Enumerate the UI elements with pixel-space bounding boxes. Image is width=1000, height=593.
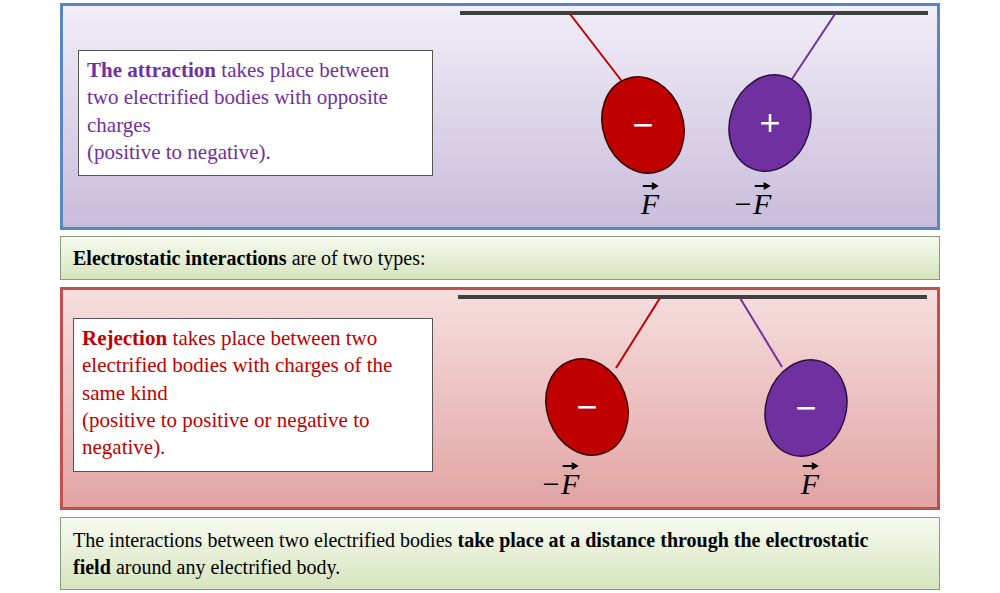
charged-ball: − [542, 354, 632, 460]
lead-text: The interactions between two electrified… [73, 529, 452, 551]
body-text: are of two types: [292, 247, 426, 269]
force-vector-label: F [641, 180, 659, 219]
thread [740, 298, 782, 367]
charged-ball: − [598, 72, 688, 178]
force-label-holder: −F [733, 180, 772, 219]
thread [570, 14, 624, 84]
ball-shape [533, 347, 642, 466]
ball-shape [589, 65, 698, 184]
support-bar [460, 11, 928, 15]
lead-text: Electrostatic interactions [73, 247, 286, 269]
ball-shape [753, 349, 859, 467]
charge-sign: − [631, 111, 654, 139]
ball-shape [717, 64, 823, 182]
force-label-holder: −F [541, 460, 580, 499]
charged-ball: − [761, 355, 851, 461]
force-label-holder: F [641, 180, 659, 219]
force-vector-label: F [801, 460, 819, 499]
text-box: The attractiontakes place between two el… [78, 50, 433, 176]
thread [790, 14, 835, 82]
force-label-holder: F [801, 460, 819, 499]
body-text: (positive to negative). [87, 139, 424, 166]
charge-sign: + [758, 109, 781, 137]
note-band: The interactions between two electrified… [60, 517, 940, 590]
force-vector-label: −F [541, 460, 580, 499]
text-box: Rejectiontakes place between two electri… [73, 318, 433, 472]
charged-ball: + [725, 70, 815, 176]
charge-sign: − [794, 394, 817, 422]
lead-text: Rejection [82, 326, 167, 350]
charge-sign: − [575, 393, 598, 421]
body-text: (positive to positive or negative to neg… [82, 407, 424, 462]
band-text: The interactions between two electrified… [73, 527, 927, 580]
force-vector-label: −F [733, 180, 772, 219]
support-bar [458, 295, 927, 299]
body-text: around any electrified body. [116, 556, 340, 578]
band-text: Electrostatic interactions are of two typ… [73, 245, 426, 271]
thread [616, 298, 660, 368]
lead-text: The attraction [87, 58, 216, 82]
heading-band: Electrostatic interactions are of two typ… [60, 236, 940, 280]
